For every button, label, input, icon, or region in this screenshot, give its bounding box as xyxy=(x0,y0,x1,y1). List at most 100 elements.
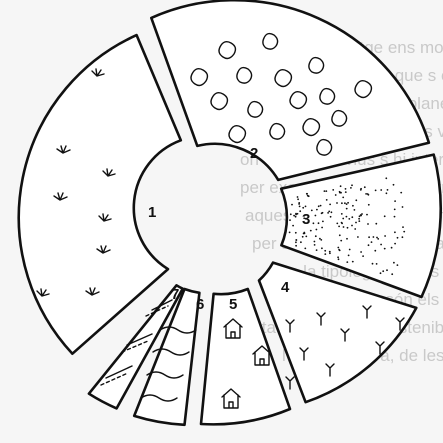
stipple-dot xyxy=(384,235,386,237)
stipple-dot xyxy=(376,263,378,265)
stipple-dot xyxy=(303,232,305,234)
stipple-dot xyxy=(347,227,349,229)
stipple-dot xyxy=(343,226,345,228)
stipple-dot xyxy=(339,192,341,194)
stipple-dot xyxy=(336,223,338,225)
stipple-dot xyxy=(351,216,353,218)
stipple-dot xyxy=(290,213,292,215)
stipple-dot xyxy=(402,236,404,238)
stipple-dot xyxy=(380,244,382,246)
stipple-dot xyxy=(315,215,317,217)
stipple-dot xyxy=(311,210,313,212)
stipple-dot xyxy=(327,212,329,214)
stipple-dot xyxy=(380,272,382,274)
stipple-dot xyxy=(295,232,297,234)
stipple-dot xyxy=(394,231,396,233)
stipple-dot xyxy=(324,250,326,252)
stipple-dot xyxy=(329,252,331,254)
stipple-dot xyxy=(397,237,399,239)
stipple-dot xyxy=(342,218,344,220)
stipple-dot xyxy=(340,240,342,242)
stipple-dot xyxy=(292,225,294,227)
stipple-dot xyxy=(297,196,299,198)
stipple-dot xyxy=(394,216,396,218)
stipple-dot xyxy=(354,209,356,211)
stipple-dot xyxy=(329,204,331,206)
stipple-dot xyxy=(338,258,340,260)
stipple-dot xyxy=(319,238,321,240)
stipple-dot xyxy=(335,194,337,196)
stipple-dot xyxy=(394,209,396,211)
stipple-dot xyxy=(394,243,396,245)
stipple-dot xyxy=(342,197,344,199)
stipple-dot xyxy=(403,231,405,233)
stipple-dot xyxy=(357,236,359,238)
stipple-dot xyxy=(349,249,351,251)
stipple-dot xyxy=(299,206,301,208)
stipple-dot xyxy=(352,261,354,263)
stipple-dot xyxy=(313,222,315,224)
stipple-dot xyxy=(361,213,363,215)
stipple-dot xyxy=(375,223,377,225)
sector-6-label: 6 xyxy=(196,296,204,313)
stipple-dot xyxy=(352,205,354,207)
sector-7-label: 7 xyxy=(171,286,179,303)
stipple-dot xyxy=(328,211,330,213)
stipple-dot xyxy=(377,238,379,240)
stipple-dot xyxy=(295,216,297,218)
stipple-dot xyxy=(400,192,402,194)
stipple-dot xyxy=(366,214,368,216)
sector-1-outline xyxy=(19,35,181,354)
stipple-dot xyxy=(351,225,353,227)
stipple-dot xyxy=(372,263,374,265)
stipple-dot xyxy=(346,208,348,210)
stipple-dot xyxy=(364,186,366,188)
stipple-dot xyxy=(345,191,347,193)
stipple-dot xyxy=(310,230,312,232)
stipple-dot xyxy=(306,193,308,195)
stipple-dot xyxy=(302,236,304,238)
stipple-dot xyxy=(316,209,318,211)
stipple-dot xyxy=(386,192,388,194)
stipple-dot xyxy=(289,232,291,234)
sector-2-outline xyxy=(151,0,429,180)
stipple-dot xyxy=(341,213,343,215)
stipple-dot xyxy=(376,237,378,239)
stipple-dot xyxy=(350,187,352,189)
stipple-dot xyxy=(340,185,342,187)
stipple-dot xyxy=(318,205,320,207)
stipple-dot xyxy=(368,204,370,206)
stipple-dot xyxy=(373,236,375,238)
stipple-dot xyxy=(305,236,307,238)
stipple-dot xyxy=(297,198,299,200)
stipple-dot xyxy=(380,189,382,191)
stipple-dot xyxy=(300,241,302,243)
stipple-dot xyxy=(365,193,367,195)
stipple-dot xyxy=(315,235,317,237)
stipple-dot xyxy=(330,216,332,218)
stipple-dot xyxy=(324,253,326,255)
stipple-dot xyxy=(397,264,399,266)
stipple-dot xyxy=(295,245,297,247)
stipple-dot xyxy=(360,251,362,253)
stipple-dot xyxy=(368,244,370,246)
stipple-dot xyxy=(326,199,328,201)
stipple-dot xyxy=(320,205,322,207)
stipple-dot xyxy=(394,200,396,202)
stipple-dot xyxy=(358,218,360,220)
stipple-dot xyxy=(337,247,339,249)
stipple-dot xyxy=(314,241,316,243)
stipple-dot xyxy=(304,248,306,250)
stipple-dot xyxy=(318,222,320,224)
stipple-dot xyxy=(384,215,386,217)
stipple-dot xyxy=(348,218,350,220)
stipple-dot xyxy=(344,202,346,204)
stipple-dot xyxy=(360,189,362,191)
stipple-dot xyxy=(295,241,297,243)
stipple-dot xyxy=(336,202,338,204)
stipple-dot xyxy=(316,249,318,251)
stipple-dot xyxy=(368,194,370,196)
stipple-dot xyxy=(346,203,348,205)
stipple-dot xyxy=(391,247,393,249)
